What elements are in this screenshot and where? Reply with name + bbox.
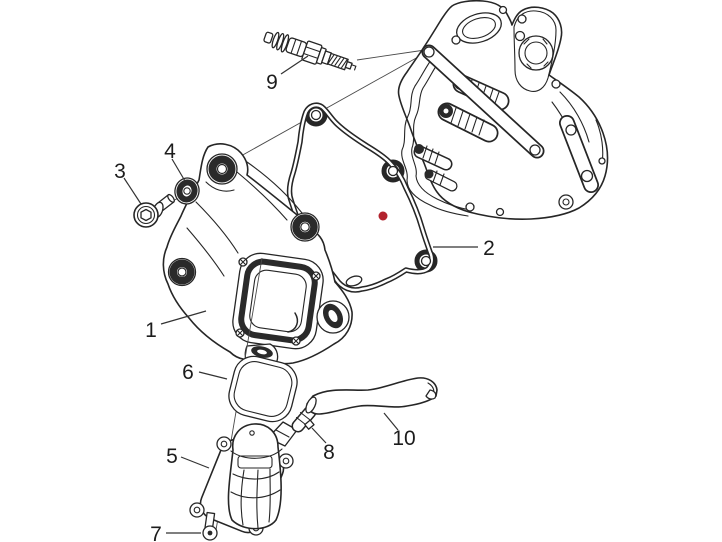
callout-4: 4 — [164, 140, 186, 182]
callout-label-10: 10 — [392, 427, 415, 450]
cover-grommet-left — [167, 257, 197, 287]
cover-gasket — [286, 102, 438, 293]
callout-8: 8 — [311, 427, 335, 464]
cylinder-head-cover — [162, 143, 353, 372]
callout-label-5: 5 — [166, 445, 178, 468]
callout-label-1: 1 — [145, 319, 157, 342]
head-stud-lower — [424, 169, 458, 192]
cover-screw — [133, 193, 175, 228]
cover-breather-spout — [316, 300, 350, 334]
cover-grommet-top — [206, 153, 238, 185]
hose-clamp — [291, 405, 317, 433]
callout-5: 5 — [166, 445, 210, 469]
callout-label-8: 8 — [323, 441, 335, 464]
callout-label-4: 4 — [164, 140, 176, 163]
valve-spring-lower — [437, 102, 499, 143]
callout-label-9: 9 — [266, 71, 278, 94]
cylinder-head — [397, 0, 609, 220]
oil-separator — [189, 421, 298, 536]
callout-1: 1 — [145, 310, 207, 342]
callout-3: 3 — [114, 160, 142, 205]
head-stud-upper — [413, 144, 453, 171]
head-bracket — [558, 115, 599, 210]
callout-9: 9 — [266, 55, 309, 94]
cover-center-opening — [232, 252, 324, 350]
separator-ring-gasket — [228, 355, 298, 423]
callout-2: 2 — [433, 237, 495, 260]
callout-6: 6 — [182, 361, 228, 384]
cover-grommet-right — [290, 212, 320, 242]
callouts: 1 2 3 4 5 6 7 8 — [114, 55, 495, 542]
rocker-bridge-arm — [421, 44, 545, 159]
callout-label-2: 2 — [483, 237, 495, 260]
callout-label-3: 3 — [114, 160, 126, 183]
spark-plug — [263, 31, 357, 71]
breather-pipe — [305, 377, 438, 415]
callout-label-7: 7 — [150, 523, 162, 542]
callout-7: 7 — [150, 523, 201, 542]
callout-label-6: 6 — [182, 361, 194, 384]
separator-ear-holes — [189, 436, 294, 536]
callout-10: 10 — [383, 412, 416, 450]
separator-screw — [202, 511, 218, 541]
sealing-washer — [174, 177, 200, 205]
red-marker-dot — [378, 211, 388, 221]
